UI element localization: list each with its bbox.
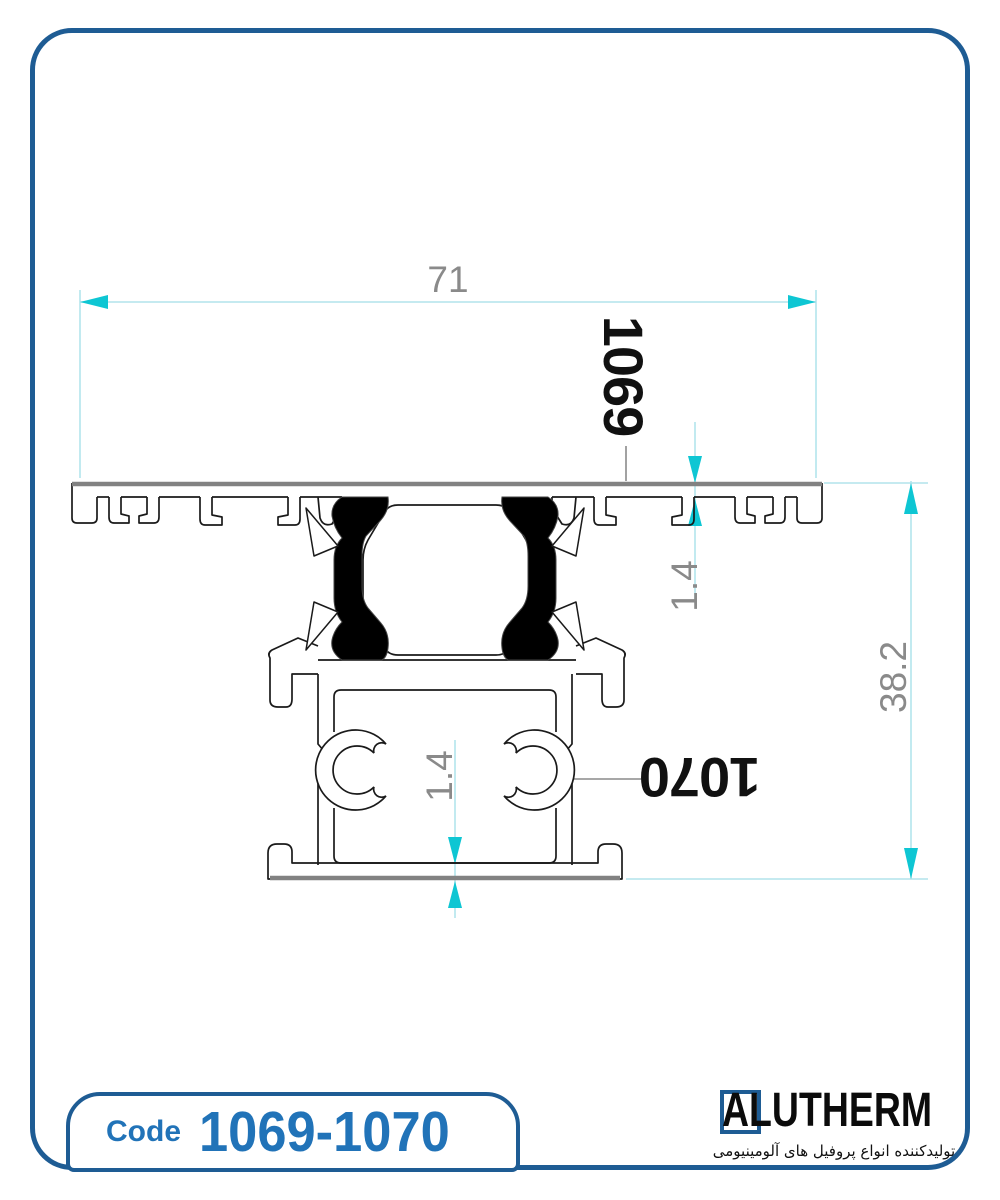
logo-a-square (720, 1090, 761, 1134)
code-box: Code 1069-1070 (66, 1092, 520, 1172)
screw-bosses (314, 729, 576, 811)
brand-tagline: تولیدکننده انواع پروفیل های آلومینیومی (712, 1142, 956, 1160)
label-profile-1069: 1069 (592, 316, 655, 437)
thermal-break-straps (305, 496, 585, 661)
leader-lines (574, 446, 648, 780)
code-label: Code (106, 1115, 181, 1148)
dimension-lines (79, 290, 928, 918)
dim-width-top: 71 (427, 259, 468, 300)
cut-edges (72, 481, 822, 881)
label-profile-1070: 1070 (640, 746, 761, 809)
dimension-arrows (80, 295, 918, 908)
brand-logo: ALUTHERM تولیدکننده انواع پروفیل های آلو… (706, 1086, 962, 1161)
code-value: 1069-1070 (199, 1100, 450, 1164)
brand-name: ALUTHERM (722, 1084, 933, 1137)
dim-height-right: 38.2 (873, 641, 914, 713)
dim-thickness-bottom: 1.4 (419, 750, 460, 801)
brand-wordmark: ALUTHERM (706, 1086, 962, 1138)
dim-thickness-top: 1.4 (664, 560, 705, 611)
profile-outline (71, 482, 823, 880)
